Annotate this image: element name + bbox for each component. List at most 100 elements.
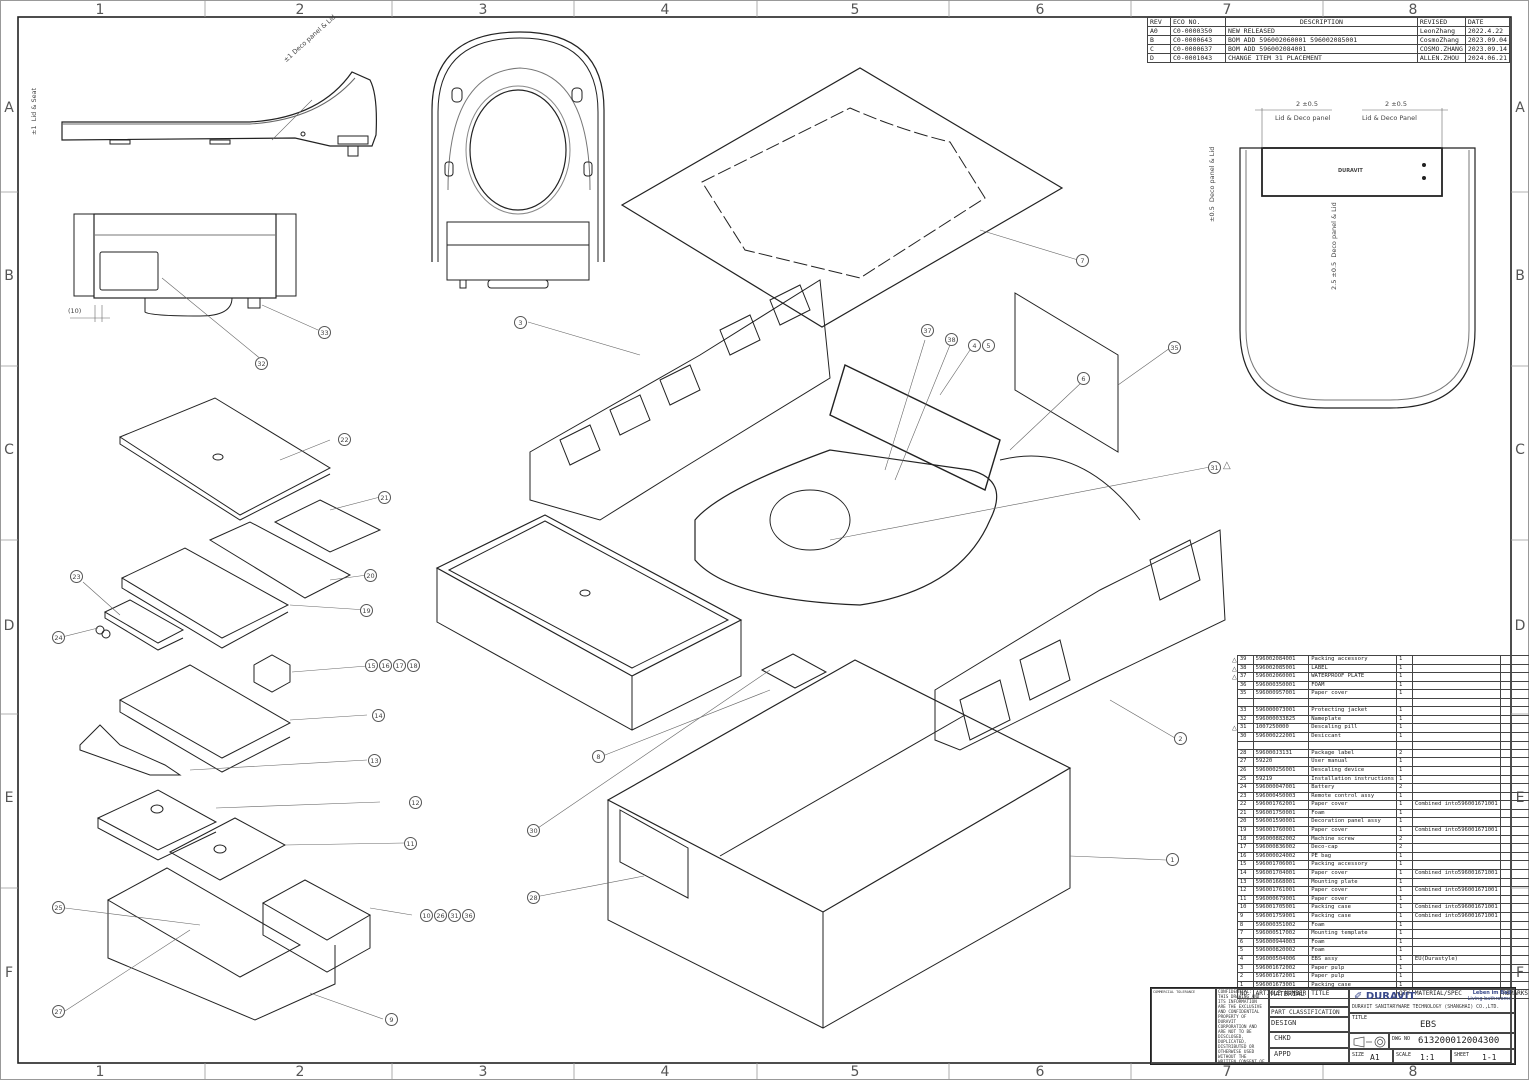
front-view-seat <box>1239 108 1476 409</box>
bom-remarks-cell <box>1499 937 1529 948</box>
rev-cell: B <box>1147 35 1171 45</box>
balloon-2: 2 <box>1174 732 1187 745</box>
balloon-18: 18 <box>407 659 420 672</box>
zone-col-1-top: 1 <box>95 2 105 18</box>
bom-title-cell: Paper cover <box>1308 886 1398 896</box>
zone-col-5-top: 5 <box>850 2 860 18</box>
drawing-number-cell: DWG NO 613200012004300 <box>1389 1033 1515 1049</box>
bom-remarks-cell <box>1499 886 1529 896</box>
bom-qty-cell: 1 <box>1396 912 1413 922</box>
balloon-15: 15 <box>365 659 378 672</box>
bom-article-cell: 596001668001 <box>1252 877 1310 888</box>
bom-qty-cell: 2 <box>1396 843 1413 853</box>
balloon-37: 37 <box>921 324 934 337</box>
bom-no-cell: 17 <box>1236 843 1254 853</box>
bom-article-cell: 596002085001 <box>1252 663 1310 674</box>
bom-remarks-cell <box>1499 774 1529 785</box>
bom-no-cell: 2 <box>1236 972 1254 982</box>
bom-remarks-cell <box>1499 663 1529 674</box>
bom-no-cell: 30 <box>1236 731 1254 742</box>
date-cell: 2023.09.14 <box>1464 44 1511 54</box>
description-cell: BOM ADD 596002060001 596002085001 <box>1225 35 1418 45</box>
balloon-13: 13 <box>368 754 381 767</box>
scale-value: 1:1 <box>1420 1053 1435 1062</box>
dim-gap-10: (10) <box>68 307 82 315</box>
bom-article-cell: 596000033825 <box>1252 714 1310 725</box>
bom-title-cell: Remote control assy <box>1308 791 1398 802</box>
bom-qty-cell: 1 <box>1396 851 1413 862</box>
bom-article-cell: 596000957001 <box>1252 689 1310 699</box>
left-parts <box>79 397 382 1021</box>
bom-article-cell: 596001761001 <box>1252 886 1310 896</box>
bom-article-cell: 59219 <box>1252 774 1310 785</box>
bom-article-cell: 596000882002 <box>1252 834 1310 845</box>
revision-triangle-icon: △ <box>1223 460 1231 471</box>
bom-title-cell: Paper pulp <box>1308 972 1398 982</box>
bom-article-cell: 596001672002 <box>1252 963 1310 974</box>
bom-article-cell: 596002060001 <box>1252 672 1310 682</box>
eco-cell: C0-0001043 <box>1170 53 1226 63</box>
bom-no-cell: 24 <box>1236 783 1254 793</box>
bom-title-cell: WATERPROOF PLATE <box>1308 672 1398 682</box>
bom-article-cell: 596000944003 <box>1252 937 1310 948</box>
title-label: TITLE <box>1352 1015 1368 1021</box>
bom-remarks-cell <box>1499 860 1529 871</box>
balloon-8: 8 <box>592 750 605 763</box>
balloon-9: 9 <box>385 1013 398 1026</box>
bom-no-cell: 8 <box>1236 920 1254 931</box>
bom-qty-cell: 1 <box>1396 706 1413 716</box>
bom-remarks-cell <box>1499 869 1529 879</box>
bom-spec-cell <box>1411 791 1501 802</box>
zone-col-4-top: 4 <box>660 2 670 18</box>
rev-cell: D <box>1147 53 1171 63</box>
bom-remarks-cell <box>1499 954 1529 965</box>
dim-top-left: 2 ±0.5 <box>1296 100 1318 108</box>
bom-no-cell: 10 <box>1236 903 1254 913</box>
bom-remarks-cell <box>1499 655 1529 665</box>
bom-spec-cell <box>1411 851 1501 862</box>
bom-qty-cell: 1 <box>1396 731 1413 742</box>
bom-title-cell: Packing accessory <box>1308 655 1398 665</box>
mounting-template <box>620 67 1064 328</box>
dim-side: ±0.5 Deco panel & Lid <box>1208 146 1216 222</box>
revised-by-cell: CosmoZhang <box>1416 35 1466 45</box>
bom-qty-cell: 1 <box>1396 903 1413 913</box>
bom-title-cell: Paper cover <box>1308 869 1398 879</box>
bom-qty-cell <box>1396 740 1413 750</box>
bom-remarks-cell <box>1499 929 1529 939</box>
company-name: DURAVIT SANITARYWARE TECHNOLOGY (SHANGHA… <box>1352 1005 1500 1010</box>
bom-no-cell: 22 <box>1236 800 1254 810</box>
dwg-label: DWG NO <box>1392 1036 1411 1042</box>
zone-row-c-left: C <box>4 442 14 458</box>
bom-qty-cell: 1 <box>1396 929 1413 939</box>
balloon-group-15-18: 15 16 17 18 <box>365 659 420 672</box>
bom-title-header: TITLE <box>1308 989 1398 999</box>
bom-spec-cell <box>1411 929 1501 939</box>
dim-top-right: 2 ±0.5 <box>1385 100 1407 108</box>
balloon-30: 30 <box>527 824 540 837</box>
bom-no-cell: 12 <box>1236 886 1254 896</box>
approved-cell: APPD <box>1269 1048 1349 1064</box>
bom-article-cell: 596000450003 <box>1252 791 1310 802</box>
bom-article-cell: 596000J3131 <box>1252 748 1310 759</box>
balloon-17: 17 <box>393 659 406 672</box>
bom-title-cell: Paper cover <box>1308 689 1398 699</box>
bom-spec-cell <box>1411 663 1501 674</box>
bom-remarks-cell <box>1499 920 1529 931</box>
